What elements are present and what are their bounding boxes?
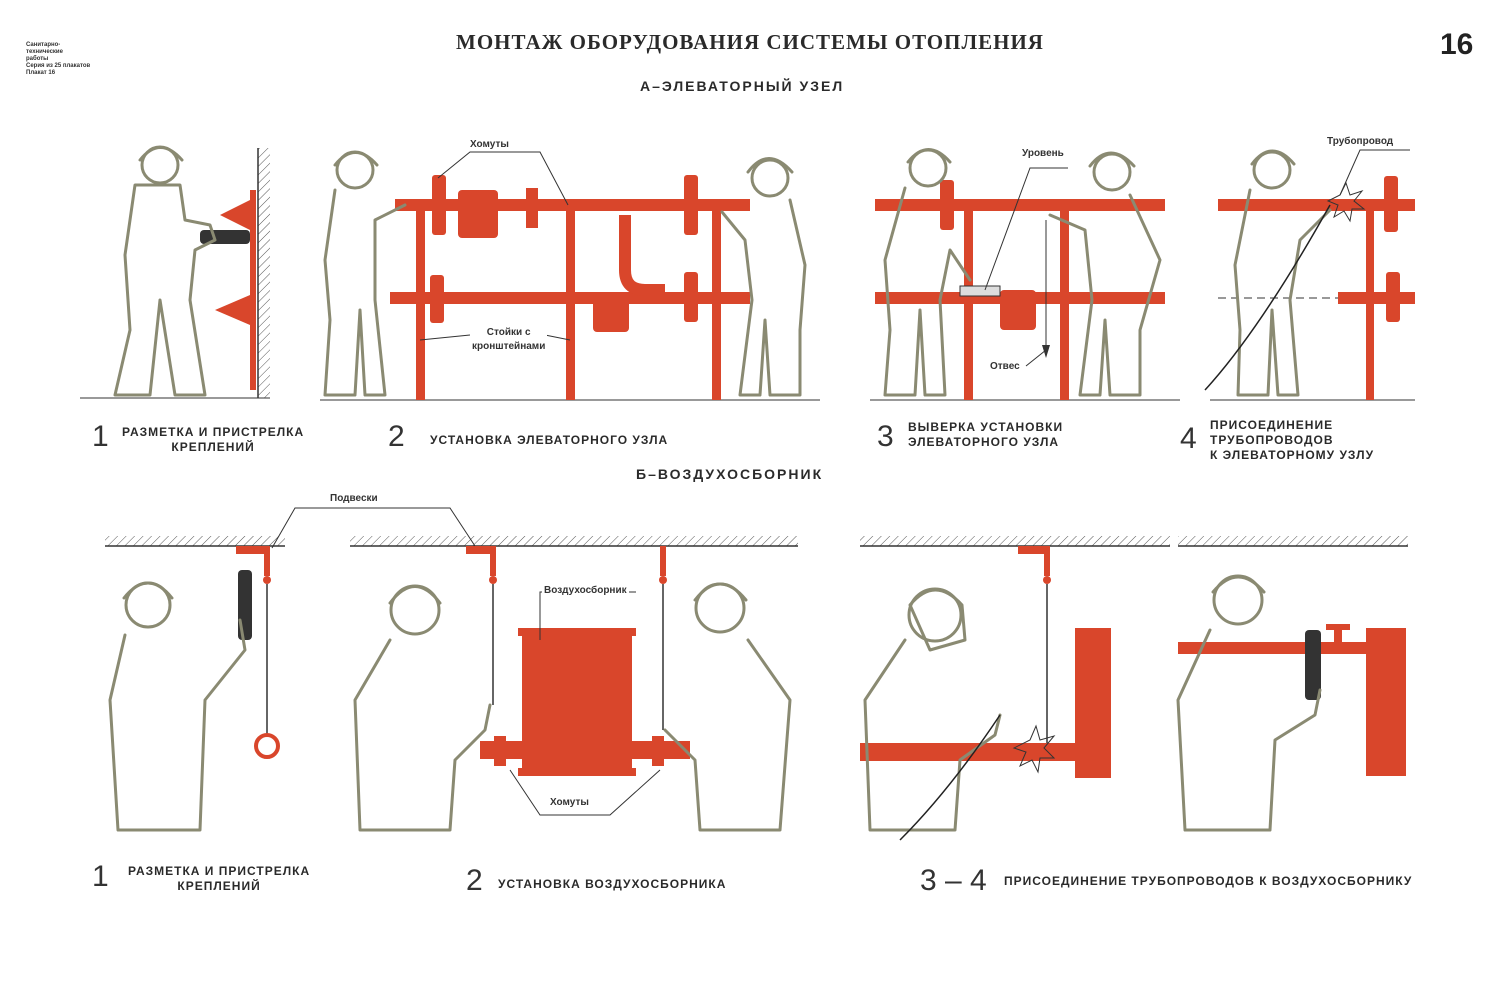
series-info: Санитарно- технические работы Серия из 2… — [26, 42, 106, 77]
series-line: Серия из 25 плакатов — [26, 63, 91, 69]
panel-a4 — [1204, 149, 1415, 401]
step-b2-caption: УСТАНОВКА ВОЗДУХОСБОРНИКА — [498, 877, 727, 891]
label-air-collector: Воздухосборник — [542, 585, 629, 596]
label-posts: Стойки с кронштейнами — [470, 326, 548, 354]
helmet — [138, 146, 184, 162]
step-a2-number: 2 — [388, 420, 405, 453]
panel-b1 — [105, 536, 285, 832]
step-a1-number: 1 — [92, 420, 109, 453]
label-clamps-b: Хомуты — [548, 797, 591, 808]
panel-b2 — [271, 507, 798, 832]
step-a1-caption: РАЗМЕТКА И ПРИСТРЕЛКА КРЕПЛЕНИЙ — [122, 425, 305, 454]
spirit-level — [959, 285, 1001, 297]
step-b1-number: 1 — [92, 860, 109, 893]
step-a3-caption: ВЫВЕРКА УСТАНОВКИ ЭЛЕВАТОРНОГО УЗЛА — [908, 420, 1064, 449]
pipe-wrench — [1305, 630, 1321, 700]
section-b-heading: Б–ВОЗДУХОСБОРНИК — [636, 466, 824, 482]
section-a-heading: А–ЭЛЕВАТОРНЫЙ УЗЕЛ — [640, 78, 845, 94]
panel-a1 — [80, 145, 270, 399]
panel-a2 — [320, 150, 820, 401]
plumb-bob — [1042, 345, 1050, 358]
step-b1-caption: РАЗМЕТКА И ПРИСТРЕЛКА КРЕПЛЕНИЙ — [128, 864, 311, 893]
spark-icon — [1326, 181, 1366, 223]
spark-icon — [1012, 724, 1056, 774]
step-a3-number: 3 — [877, 420, 894, 453]
worker-body — [113, 183, 217, 397]
bracket — [220, 200, 250, 230]
step-b3-caption: ПРИСОЕДИНЕНИЕ ТРУБОПРОВОДОВ К ВОЗДУХОСБО… — [1004, 874, 1413, 888]
post — [250, 190, 256, 390]
bracket — [215, 295, 250, 325]
label-level: Уровень — [1020, 148, 1066, 159]
panel-b4 — [1176, 536, 1408, 832]
step-a4-caption: ПРИСОЕДИНЕНИЕ ТРУБОПРОВОДОВ К ЭЛЕВАТОРНО… — [1210, 418, 1375, 462]
series-line: Плакат 16 — [26, 70, 56, 76]
wall — [258, 148, 270, 398]
label-clamps-a: Хомуты — [468, 139, 511, 150]
series-line: Санитарно- — [26, 42, 61, 48]
label-hangers: Подвески — [328, 493, 380, 504]
welding-mask — [908, 588, 967, 652]
welding-cable — [1204, 204, 1331, 391]
series-line: работы — [26, 56, 49, 62]
step-b3-number: 3 – 4 — [920, 864, 987, 897]
series-line: технические — [26, 49, 63, 55]
nail-gun — [200, 230, 250, 244]
page-number: 16 — [1440, 28, 1474, 61]
poster-title: МОНТАЖ ОБОРУДОВАНИЯ СИСТЕМЫ ОТОПЛЕНИЯ — [456, 30, 1044, 54]
panel-a3 — [870, 148, 1180, 401]
step-a2-caption: УСТАНОВКА ЭЛЕВАТОРНОГО УЗЛА — [430, 433, 669, 447]
label-pipeline: Трубопровод — [1325, 136, 1396, 147]
panel-b3 — [860, 536, 1170, 841]
step-b2-number: 2 — [466, 864, 483, 897]
label-plumb: Отвес — [988, 361, 1022, 372]
step-a4-number: 4 — [1180, 422, 1197, 455]
